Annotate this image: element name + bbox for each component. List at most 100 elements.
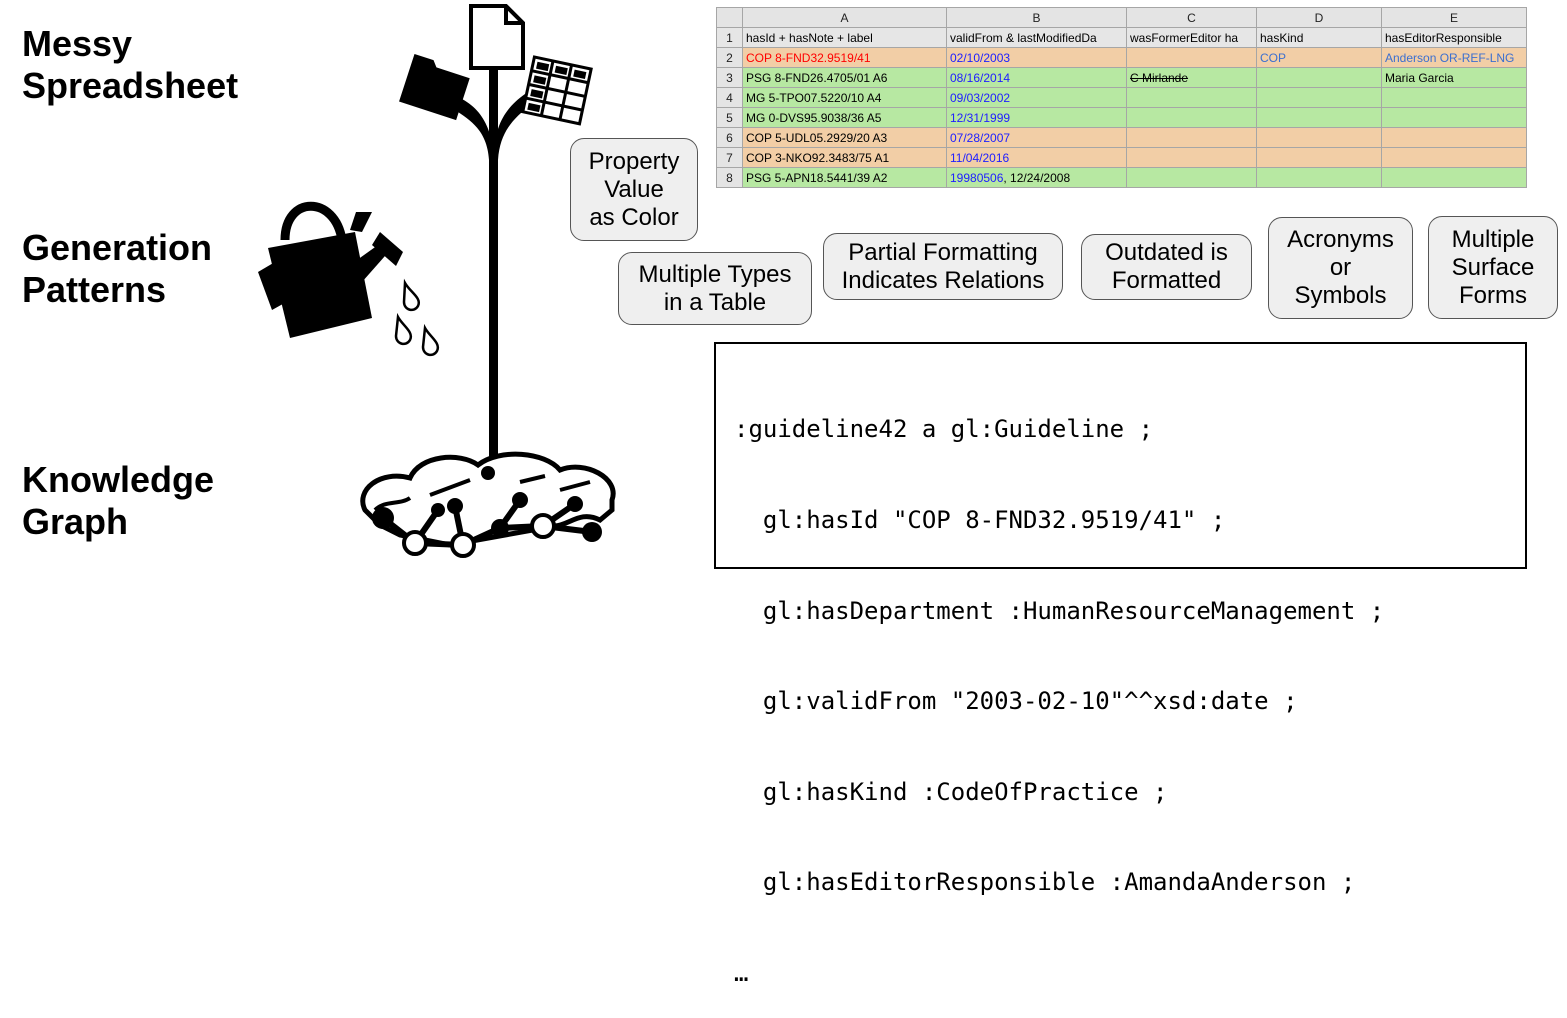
- label-line: Messy: [22, 23, 133, 64]
- row-number[interactable]: 5: [716, 107, 743, 128]
- cell-text: hasKind: [1260, 30, 1304, 45]
- corner-cell[interactable]: [716, 7, 743, 28]
- cell-text: 11/04/2016: [950, 150, 1010, 165]
- table-cell[interactable]: MG 5-TPO07.5220/10 A4: [742, 87, 947, 108]
- table-cell[interactable]: hasId + hasNote + label: [742, 27, 947, 48]
- pattern-text: Formatted: [1111, 267, 1222, 294]
- column-header[interactable]: D: [1256, 7, 1382, 28]
- table-cell[interactable]: wasFormerEditor ha: [1126, 27, 1257, 48]
- table-cell[interactable]: 19980506, 12/24/2008: [946, 167, 1127, 188]
- table-cell[interactable]: 11/04/2016: [946, 147, 1127, 168]
- row-number[interactable]: 7: [716, 147, 743, 168]
- table-cell[interactable]: Maria Garcia: [1381, 67, 1527, 88]
- table-cell[interactable]: [1126, 127, 1257, 148]
- table-cell[interactable]: [1256, 67, 1382, 88]
- table-cell[interactable]: validFrom & lastModifiedDa: [946, 27, 1127, 48]
- cell-text: hasId + hasNote + label: [746, 30, 873, 45]
- label-generation-patterns: Generation Patterns: [22, 227, 212, 311]
- table-cell[interactable]: COP 3-NKO92.3483/75 A1: [742, 147, 947, 168]
- code-line: gl:hasId "COP 8-FND32.9519/41" ;: [734, 506, 1226, 535]
- table-cell[interactable]: [1126, 87, 1257, 108]
- pattern-text: or: [1329, 254, 1352, 281]
- table-cell[interactable]: [1381, 107, 1527, 128]
- table-cell[interactable]: 09/03/2002: [946, 87, 1127, 108]
- code-line: gl:hasDepartment :HumanResourceManagemen…: [734, 596, 1385, 625]
- table-cell[interactable]: 02/10/2003: [946, 47, 1127, 68]
- plant-stem-icon: [455, 40, 530, 510]
- knowledge-graph-roots-icon: [360, 451, 616, 558]
- pattern-property-value-as-color: Property Value as Color: [570, 138, 698, 241]
- row-number[interactable]: 8: [716, 167, 743, 188]
- cell-text: hasEditorResponsible: [1385, 30, 1502, 45]
- table-cell[interactable]: [1126, 47, 1257, 68]
- table-cell[interactable]: COP: [1256, 47, 1382, 68]
- cell-text: COP 5-UDL05.2929/20 A3: [746, 130, 888, 145]
- pattern-partial-formatting: Partial Formatting Indicates Relations: [823, 233, 1063, 300]
- pattern-text: Acronyms: [1287, 226, 1394, 253]
- column-header[interactable]: C: [1126, 7, 1257, 28]
- table-cell[interactable]: PSG 8-FND26.4705/01 A6: [742, 67, 947, 88]
- table-cell[interactable]: [1126, 107, 1257, 128]
- table-cell[interactable]: 07/28/2007: [946, 127, 1127, 148]
- table-cell[interactable]: MG 0-DVS95.9038/36 A5: [742, 107, 947, 128]
- pattern-multiple-surface-forms: Multiple Surface Forms: [1428, 216, 1558, 319]
- pattern-text: in a Table: [663, 288, 767, 316]
- table-cell[interactable]: [1381, 127, 1527, 148]
- row-number[interactable]: 1: [716, 27, 743, 48]
- cell-text-suffix: , 12/24/2008: [1003, 170, 1071, 185]
- table-cell[interactable]: 08/16/2014: [946, 67, 1127, 88]
- column-header[interactable]: A: [742, 7, 947, 28]
- cell-text: 09/03/2002: [950, 90, 1011, 105]
- pattern-text: Forms: [1459, 281, 1527, 309]
- column-header-row: A B C D E: [716, 7, 1527, 28]
- row-number[interactable]: 2: [716, 47, 743, 68]
- code-line: gl:hasEditorResponsible :AmandaAnderson …: [734, 868, 1356, 897]
- pattern-text: Partial Formatting: [848, 238, 1038, 266]
- cell-text: Anderson OR-REF-LNG: [1385, 50, 1515, 65]
- pattern-text: Value: [604, 175, 664, 203]
- pattern-text: Multiple: [1451, 225, 1535, 253]
- table-cell[interactable]: COP 8-FND32.9519/41: [742, 47, 947, 68]
- row-number[interactable]: 6: [716, 127, 743, 148]
- table-cell[interactable]: [1381, 87, 1527, 108]
- column-header[interactable]: B: [946, 7, 1127, 28]
- table-cell[interactable]: [1256, 107, 1382, 128]
- table-cell[interactable]: [1381, 167, 1527, 188]
- table-cell[interactable]: [1126, 147, 1257, 168]
- table-cell[interactable]: hasEditorResponsible: [1381, 27, 1527, 48]
- label-line: Knowledge: [22, 459, 215, 500]
- knowledge-graph-code: :guideline42 a gl:Guideline ; gl:hasId "…: [714, 342, 1527, 987]
- table-cell[interactable]: PSG 5-APN18.5441/39 A2: [742, 167, 947, 188]
- table-cell[interactable]: 12/31/1999: [946, 107, 1127, 128]
- table-cell[interactable]: C Mirlande: [1126, 67, 1257, 88]
- pattern-outdated-formatted: Outdated is Formatted: [1081, 234, 1252, 300]
- pattern-multiple-types: Multiple Types in a Table: [618, 252, 812, 325]
- row-number[interactable]: 4: [716, 87, 743, 108]
- label-messy-spreadsheet: Messy Spreadsheet: [22, 23, 238, 107]
- table-cell[interactable]: [1126, 167, 1257, 188]
- table-cell[interactable]: [1381, 147, 1527, 168]
- pattern-text: Outdated is: [1105, 239, 1228, 266]
- table-cell[interactable]: [1256, 127, 1382, 148]
- table-cell[interactable]: [1256, 147, 1382, 168]
- table-cell[interactable]: Anderson OR-REF-LNG: [1381, 47, 1527, 68]
- cell-text: 02/10/2003: [950, 50, 1011, 65]
- cell-text: MG 0-DVS95.9038/36 A5: [746, 110, 882, 125]
- illustration: [258, 4, 616, 558]
- table-cell[interactable]: COP 5-UDL05.2929/20 A3: [742, 127, 947, 148]
- water-drop-icon: [394, 278, 440, 357]
- cell-text: 12/31/1999: [950, 110, 1011, 125]
- table-cell[interactable]: hasKind: [1256, 27, 1382, 48]
- table-cell[interactable]: [1256, 167, 1382, 188]
- column-header[interactable]: E: [1381, 7, 1527, 28]
- row-number[interactable]: 3: [716, 67, 743, 88]
- table-cell[interactable]: [1256, 87, 1382, 108]
- cell-text: COP: [1260, 50, 1287, 65]
